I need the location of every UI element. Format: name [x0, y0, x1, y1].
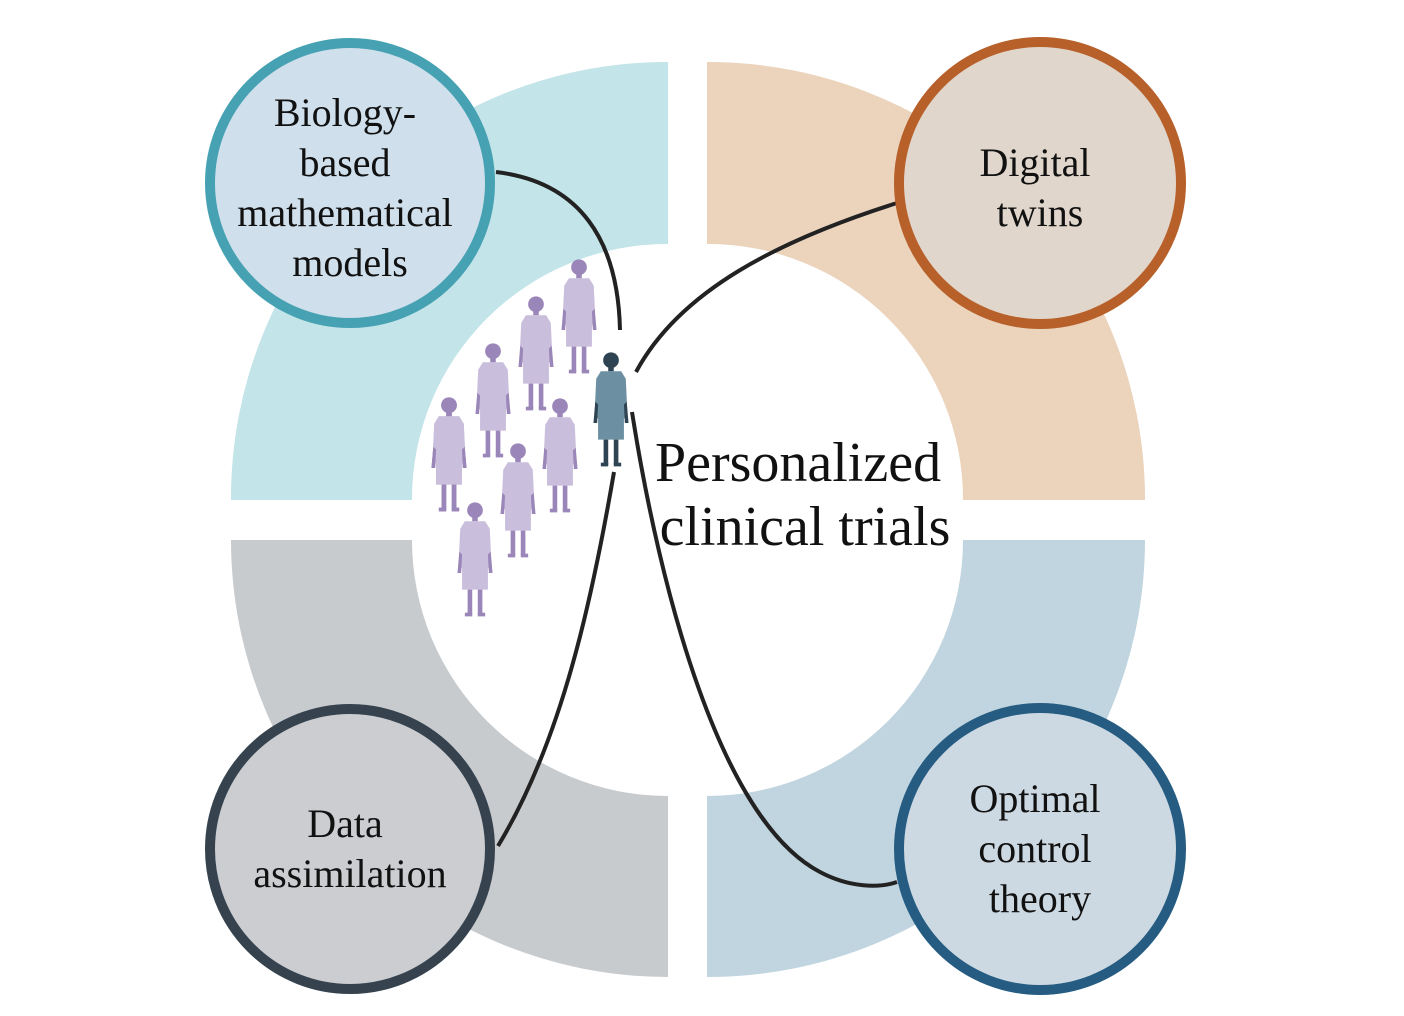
connector-assimilation	[496, 471, 616, 848]
node-control-circle	[894, 703, 1186, 995]
node-twins: Digital twins	[894, 37, 1186, 329]
center-title: Personalized clinical trials	[655, 432, 955, 558]
node-control-line: theory	[989, 876, 1091, 921]
node-assimilation-line: Data	[307, 801, 383, 846]
patient-figure-icon	[457, 502, 493, 617]
connector-twins	[634, 201, 898, 373]
node-twins-circle	[894, 37, 1186, 329]
node-control-line: Optimal	[969, 776, 1100, 821]
node-control: Optimal control theory	[894, 703, 1186, 995]
node-assimilation-circle	[205, 704, 495, 994]
node-models-line: mathematical	[237, 190, 452, 235]
connector-lines	[495, 170, 898, 888]
node-models: Biology- based mathematical models	[205, 38, 495, 328]
node-models-line: models	[292, 240, 408, 285]
node-twins-line: Digital	[979, 140, 1090, 185]
node-models-label: Biology- based mathematical models	[237, 90, 462, 285]
center-title-line: clinical trials	[660, 496, 951, 558]
node-models-line: Biology-	[274, 90, 416, 135]
node-assimilation: Data assimilation	[205, 704, 495, 994]
patient-figure-icon	[475, 343, 511, 458]
selected-patient-icon	[593, 352, 629, 467]
node-assimilation-label: Data assimilation	[253, 801, 446, 896]
patient-figure-icon	[542, 398, 578, 513]
patient-figure-icon	[561, 259, 597, 374]
connector-control	[630, 411, 898, 888]
quadrant-twins	[707, 61, 1146, 501]
patient-crowd	[431, 259, 597, 617]
node-assimilation-line: assimilation	[253, 851, 446, 896]
node-control-label: Optimal control theory	[969, 776, 1110, 921]
node-models-circle	[205, 38, 495, 328]
patient-figure-icon	[500, 443, 536, 558]
center-title-line: Personalized	[655, 432, 941, 494]
node-twins-label: Digital twins	[979, 140, 1100, 235]
patient-figure-icon	[431, 397, 467, 512]
node-control-line: control	[978, 826, 1091, 871]
selected-patient-figure-icon	[593, 352, 629, 467]
connector-models	[495, 170, 622, 331]
patient-figure-icon	[518, 296, 554, 411]
node-models-line: based	[299, 140, 390, 185]
node-twins-line: twins	[997, 190, 1084, 235]
